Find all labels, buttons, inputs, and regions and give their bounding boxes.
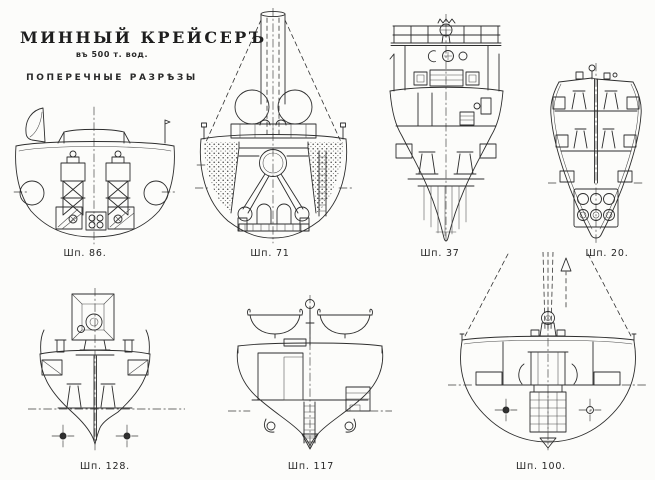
title-block: МИННЫЙ КРЕЙСЕРЪ въ 500 т. вод. ПОПЕРЕЧНЫ…	[20, 28, 267, 83]
interior	[251, 352, 371, 412]
companionway	[527, 351, 569, 433]
engine-left	[60, 150, 86, 224]
ladder	[303, 401, 316, 444]
frame-86-drawing	[13, 106, 177, 245]
deck-fittings	[575, 64, 618, 80]
hull-outline	[389, 86, 504, 242]
frame-label-71: Шп. 71	[250, 248, 290, 259]
frame-117-drawing	[228, 295, 392, 451]
bilge-fittings	[55, 206, 135, 231]
hull-outline	[15, 141, 175, 238]
pilot-house	[404, 45, 489, 91]
frame-label-37: Шп. 37	[420, 248, 460, 259]
cabin-fittings	[417, 92, 492, 127]
mast	[542, 252, 572, 331]
frame-label-128: Шп. 128.	[80, 461, 130, 472]
ventilator	[305, 299, 315, 346]
frame-label-100: Шп. 100.	[516, 461, 566, 472]
funnel-guys	[204, 19, 343, 145]
bridge-deck	[390, 42, 502, 46]
davit-posts	[40, 329, 150, 355]
interior	[475, 341, 621, 386]
skylight	[283, 338, 307, 347]
keel	[539, 437, 557, 449]
side-stanchions	[389, 53, 500, 92]
hull-outline	[39, 349, 151, 445]
arrow-up	[560, 257, 572, 272]
cross-section-frame-37	[388, 14, 505, 245]
funnel	[260, 10, 286, 137]
cross-section-frame-128	[28, 288, 185, 452]
gun-shield	[71, 293, 115, 356]
sheet-title: МИННЫЙ КРЕЙСЕРЪ	[20, 28, 267, 47]
bollards	[54, 339, 135, 353]
frame-100-drawing	[448, 252, 648, 451]
casing-band	[230, 123, 317, 139]
side-tank-left	[19, 180, 45, 206]
coal-bunker-left	[204, 142, 239, 213]
sheet-caption: ПОПЕРЕЧНЫЕ РАЗРѢЗЫ	[26, 73, 198, 83]
binnacle	[437, 18, 456, 44]
steam-drum-left	[234, 89, 270, 125]
ship-boat-right	[317, 308, 373, 339]
cross-section-frame-86	[12, 93, 178, 245]
coal-bunker-right	[308, 142, 343, 213]
mast-shrouds	[463, 253, 633, 339]
deckhouse	[57, 128, 131, 144]
side-tank-right	[143, 180, 169, 206]
stools	[395, 143, 497, 175]
shaft-brackets	[263, 418, 357, 433]
cross-section-frame-20	[548, 63, 645, 245]
sheet-subtitle: въ 500 т. вод.	[75, 50, 149, 59]
frame-20-drawing	[548, 63, 645, 244]
frame-37-drawing	[389, 14, 504, 244]
cross-section-frame-71	[195, 8, 352, 245]
shaft-marks	[51, 424, 139, 448]
hull-outline	[199, 122, 348, 239]
boat-davit	[25, 107, 46, 143]
deck-lines	[395, 125, 497, 180]
hull-outline	[459, 333, 637, 443]
keel	[301, 433, 319, 450]
ship-boat-left	[247, 308, 303, 339]
frame-label-117: Шп. 117	[287, 461, 335, 472]
torpedo-tube-bank	[573, 188, 619, 228]
cross-section-frame-100	[448, 252, 648, 452]
bridge-rails	[392, 25, 501, 44]
boiler	[230, 141, 317, 232]
deck-lines	[554, 110, 638, 152]
frame-128-drawing	[28, 288, 185, 451]
frame-71-drawing	[195, 8, 352, 244]
cross-section-frame-117	[228, 295, 392, 452]
steam-drum-right	[277, 89, 313, 125]
frame-label-20: Шп. 20.	[585, 248, 629, 259]
ladder	[318, 150, 327, 217]
stools-upper	[552, 90, 640, 110]
stools-lower	[555, 128, 637, 183]
center-bulkhead	[594, 78, 598, 184]
interior	[41, 359, 149, 409]
signal-staff	[164, 119, 171, 144]
frame-label-86: Шп. 86.	[63, 248, 107, 259]
floor-grating	[417, 185, 475, 237]
shaft-marks	[494, 398, 602, 422]
engine-right	[105, 150, 131, 224]
